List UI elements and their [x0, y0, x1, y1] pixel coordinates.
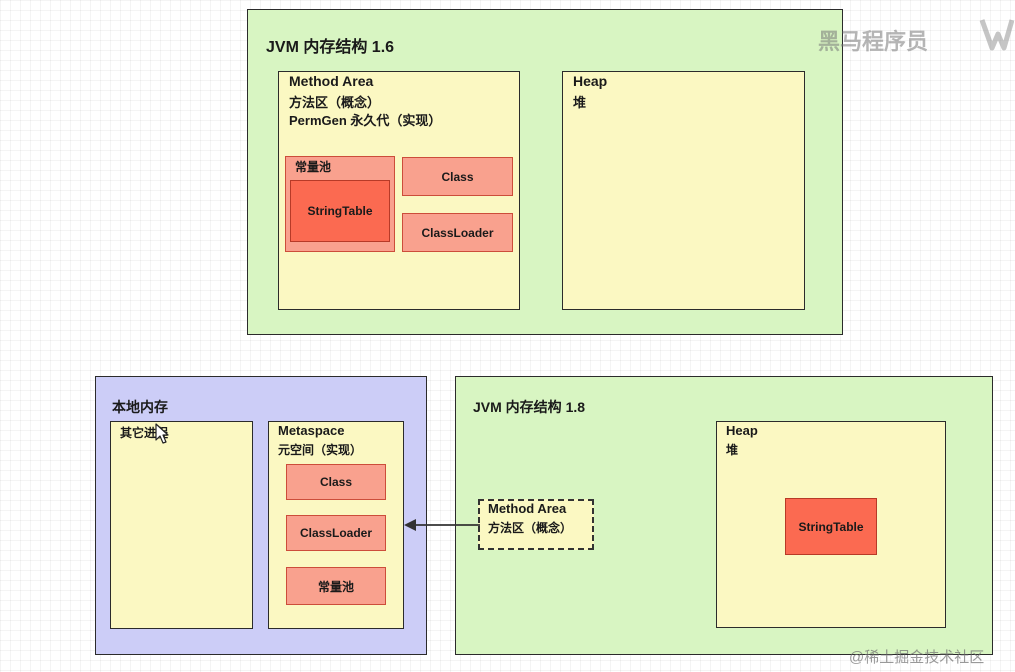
heap-1-8-subtitle: 堆 — [726, 443, 739, 457]
native-memory-title: 本地内存 — [112, 399, 168, 415]
metaspace-subtitle: 元空间（实现） — [278, 443, 363, 457]
heap-1-6-subtitle: 堆 — [573, 95, 587, 110]
watermark-bottom-right: @稀土掘金技术社区 — [849, 649, 985, 666]
classloader-1-6: ClassLoader — [402, 213, 513, 252]
class-1-6: Class — [402, 157, 513, 196]
method-area-1-6-impl: PermGen 永久代（实现） — [289, 113, 442, 128]
heap-1-6-title: Heap — [573, 73, 608, 89]
method-area-1-6-title: Method Area — [289, 73, 374, 89]
string-table-1-8: StringTable — [785, 498, 877, 555]
metaspace-title: Metaspace — [278, 423, 345, 438]
arrow-connector — [404, 519, 480, 531]
other-process-box — [110, 421, 253, 629]
heap-1-8-title: Heap — [726, 423, 758, 438]
method-area-1-8-title: Method Area — [488, 501, 567, 516]
method-area-1-8-subtitle: 方法区（概念） — [488, 521, 573, 535]
classloader-metaspace: ClassLoader — [286, 515, 386, 551]
method-area-1-6-concept: 方法区（概念） — [289, 95, 381, 110]
logo-icon — [979, 19, 1014, 51]
string-table-1-6: StringTable — [290, 180, 390, 242]
jvm-1-8-title: JVM 内存结构 1.8 — [473, 399, 586, 415]
jvm-1-6-title: JVM 内存结构 1.6 — [266, 39, 395, 56]
watermark-top-right: 黑马程序员 — [818, 29, 929, 54]
class-metaspace: Class — [286, 464, 386, 500]
constant-pool-metaspace: 常量池 — [286, 567, 386, 605]
mouse-cursor-icon — [155, 423, 169, 444]
constant-pool-1-6-label: 常量池 — [295, 160, 332, 174]
heap-1-6 — [562, 71, 805, 310]
